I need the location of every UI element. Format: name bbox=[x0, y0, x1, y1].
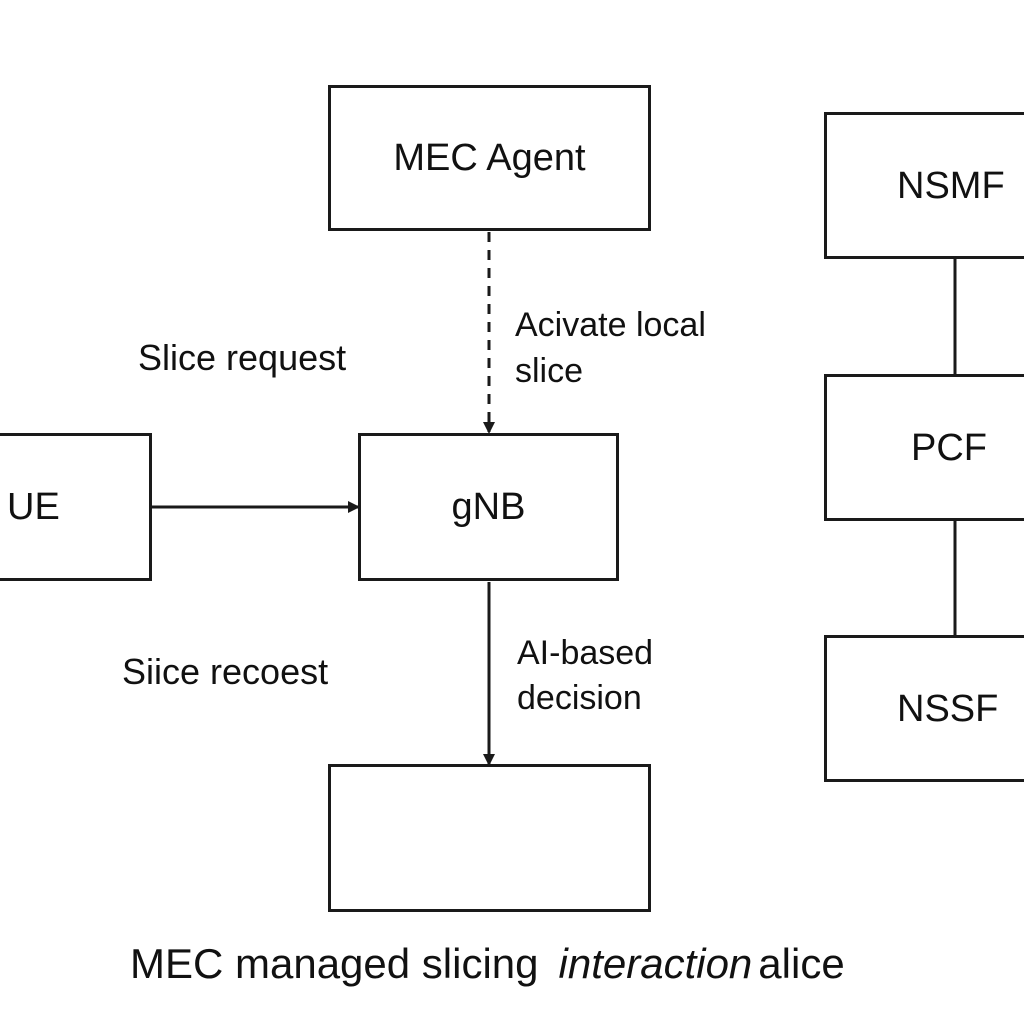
pcf-box: PCF bbox=[824, 374, 1024, 521]
siice-recoest-label: Siice recoest bbox=[122, 651, 329, 692]
ue-label: UE bbox=[7, 486, 60, 528]
mec-agent-label: MEC Agent bbox=[393, 137, 586, 179]
decision-box bbox=[328, 764, 651, 912]
gnb-box: gNB bbox=[358, 433, 619, 581]
caption-part1: MEC managed slicing bbox=[130, 940, 539, 987]
nssf-box: NSSF bbox=[824, 635, 1024, 782]
ue-box: UE bbox=[0, 433, 152, 581]
nsmf-box: NSMF bbox=[824, 112, 1024, 259]
gnb-label: gNB bbox=[451, 486, 526, 528]
slice-request-label: Slice request bbox=[138, 337, 347, 378]
caption-part2: interaction bbox=[558, 940, 753, 987]
pcf-label: PCF bbox=[911, 426, 987, 469]
nssf-label: NSSF bbox=[897, 687, 999, 730]
activate-local-slice-line2: slice bbox=[515, 352, 584, 390]
caption-part3: alice bbox=[758, 940, 845, 987]
nsmf-label: NSMF bbox=[897, 164, 1005, 207]
mec-agent-box: MEC Agent bbox=[328, 85, 651, 231]
ai-based-decision-line2: decision bbox=[517, 679, 642, 717]
activate-local-slice-line1: Acivate local bbox=[515, 306, 706, 344]
ai-based-decision-line1: AI-based bbox=[517, 634, 654, 672]
